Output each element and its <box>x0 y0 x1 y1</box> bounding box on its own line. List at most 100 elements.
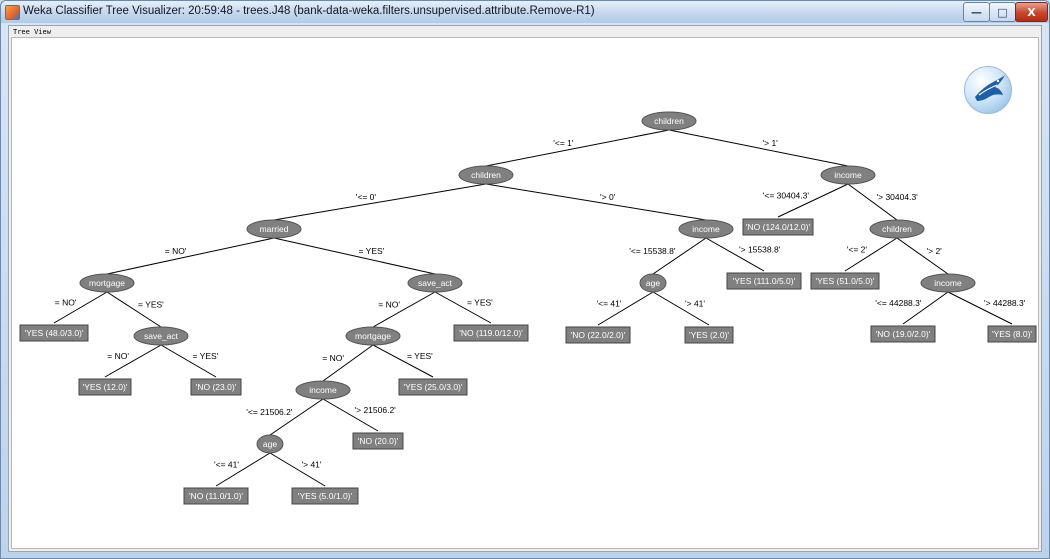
tree-edge-3 <box>485 183 707 221</box>
tree-leaf[interactable]: 'NO (19.0/2.0)' <box>870 325 936 343</box>
tree-edge-9 <box>705 237 765 272</box>
tree-edge-13 <box>106 291 162 328</box>
tree-edge-14 <box>372 291 436 328</box>
tree-leaf[interactable]: 'NO (20.0)' <box>352 432 404 450</box>
tree-leaf[interactable]: 'NO (11.0/1.0)' <box>183 487 249 505</box>
tree-edge-label: = NO' <box>322 353 344 363</box>
tree-leaf-label: 'NO (20.0)' <box>358 436 399 446</box>
tree-node[interactable]: income <box>920 273 976 293</box>
tree-node[interactable]: children <box>869 219 925 239</box>
tree-node[interactable]: age <box>639 273 667 293</box>
tree-leaf-box <box>453 324 529 342</box>
tree-leaf-label: 'NO (124.0/12.0)' <box>746 222 811 232</box>
tree-node-shape <box>639 273 667 293</box>
tree-node[interactable]: mortgage <box>79 273 135 293</box>
tree-node-shape <box>256 434 284 454</box>
tree-edge-7 <box>273 237 436 275</box>
tree-edge-1 <box>668 129 849 167</box>
tree-edge-label: = YES' <box>138 300 164 310</box>
tree-leaf[interactable]: 'YES (48.0/3.0)' <box>19 324 89 342</box>
tree-edge-label: '<= 2' <box>847 245 868 255</box>
tree-leaf-label: 'YES (48.0/3.0)' <box>25 328 84 338</box>
tree-leaf-box <box>291 487 359 505</box>
tree-leaf-label: 'NO (19.0/2.0)' <box>876 329 931 339</box>
tree-leaf-box <box>987 325 1037 343</box>
tree-leaf[interactable]: 'NO (22.0/2.0)' <box>565 326 631 344</box>
tree-node[interactable]: income <box>820 165 876 185</box>
tree-node-shape <box>678 219 734 239</box>
tree-leaf-box <box>352 432 404 450</box>
tree-edge-label: '> 15538.8' <box>739 245 781 255</box>
tree-edge-15 <box>434 291 492 324</box>
tree-node-label: income <box>934 278 962 288</box>
tree-node-label: income <box>309 385 337 395</box>
tree-node[interactable]: children <box>458 165 514 185</box>
tree-edge-label: '<= 21506.2' <box>246 407 293 417</box>
tree-leaf-box <box>870 325 936 343</box>
tree-leaf-label: 'NO (22.0/2.0)' <box>571 330 626 340</box>
tree-edge-25 <box>322 398 379 432</box>
tree-edge-label: '> 41' <box>302 460 322 470</box>
tree-edge-label: '> 41' <box>685 299 705 309</box>
tree-edge-label: '> 2' <box>927 246 943 256</box>
tree-view-panel[interactable]: '<= 1''> 1''<= 0''> 0''<= 30404.3''> 304… <box>11 37 1039 549</box>
tree-node[interactable]: save_act <box>407 273 463 293</box>
tree-node-shape <box>345 326 401 346</box>
tree-view-label: Tree View <box>13 28 51 36</box>
tree-leaf[interactable]: 'NO (23.0)' <box>190 378 242 396</box>
tree-leaf-box <box>565 326 631 344</box>
minimize-icon: — <box>971 5 982 19</box>
tree-node-label: income <box>692 224 720 234</box>
tree-edge-2 <box>273 183 487 221</box>
tree-node[interactable]: save_act <box>133 326 189 346</box>
tree-node-label: children <box>882 224 912 234</box>
tree-edge-label: = NO' <box>55 298 77 308</box>
tree-edge-label: '> 44288.3' <box>984 298 1026 308</box>
tree-leaf[interactable]: 'YES (12.0)' <box>78 378 132 396</box>
tree-leaf[interactable]: 'NO (119.0/12.0)' <box>453 324 529 342</box>
tree-leaf[interactable]: 'YES (5.0/1.0)' <box>291 487 359 505</box>
minimize-button[interactable]: — <box>963 2 990 22</box>
tree-edge-label: '<= 15538.8' <box>629 246 676 256</box>
tree-node-shape <box>79 273 135 293</box>
java-cup-icon <box>5 5 20 20</box>
tree-leaf-box <box>726 272 802 290</box>
tree-node-label: mortgage <box>89 278 125 288</box>
tree-node[interactable]: age <box>256 434 284 454</box>
tree-node-shape <box>133 326 189 346</box>
maximize-icon: □ <box>997 5 1008 19</box>
tree-leaf-label: 'YES (5.0/1.0)' <box>298 491 353 501</box>
tree-leaf[interactable]: 'YES (2.0)' <box>684 326 734 344</box>
tree-node[interactable]: mortgage <box>345 326 401 346</box>
tree-edge-19 <box>947 291 1013 325</box>
close-icon: X <box>1027 5 1036 19</box>
window-title: Weka Classifier Tree Visualizer: 20:59:4… <box>23 5 595 17</box>
tree-node[interactable]: income <box>678 219 734 239</box>
tree-node-shape <box>458 165 514 185</box>
tree-edge-label: '> 30404.3' <box>877 192 919 202</box>
tree-edge-label: = NO' <box>165 246 187 256</box>
tree-leaf[interactable]: 'NO (124.0/12.0)' <box>742 218 814 236</box>
tree-edge-label: '<= 41' <box>597 299 622 309</box>
tree-leaf[interactable]: 'YES (8.0)' <box>987 325 1037 343</box>
tree-leaf-box <box>19 324 89 342</box>
tree-node-label: children <box>471 170 501 180</box>
tree-leaf[interactable]: 'YES (25.0/3.0)' <box>398 378 468 396</box>
close-button[interactable]: X <box>1015 2 1048 22</box>
tree-edge-label: '<= 1' <box>553 138 574 148</box>
tree-edge-label: = YES' <box>407 351 433 361</box>
tree-node-shape <box>641 111 697 131</box>
tree-edge-24 <box>269 398 324 436</box>
tree-leaf-label: 'YES (111.0/5.0)' <box>733 276 796 286</box>
title-bar[interactable]: Weka Classifier Tree Visualizer: 20:59:4… <box>1 1 1049 23</box>
tree-leaf-box <box>398 378 468 396</box>
maximize-button[interactable]: □ <box>989 2 1016 22</box>
tree-leaf-box <box>78 378 132 396</box>
tree-leaf[interactable]: 'YES (111.0/5.0)' <box>726 272 802 290</box>
tree-leaf[interactable]: 'YES (51.0/5.0)' <box>810 272 880 290</box>
tree-node[interactable]: children <box>641 111 697 131</box>
decision-tree-canvas[interactable]: '<= 1''> 1''<= 0''> 0''<= 30404.3''> 304… <box>12 38 1038 548</box>
tree-node[interactable]: married <box>246 219 302 239</box>
tree-node[interactable]: income <box>295 380 351 400</box>
tree-edge-10 <box>844 237 898 272</box>
